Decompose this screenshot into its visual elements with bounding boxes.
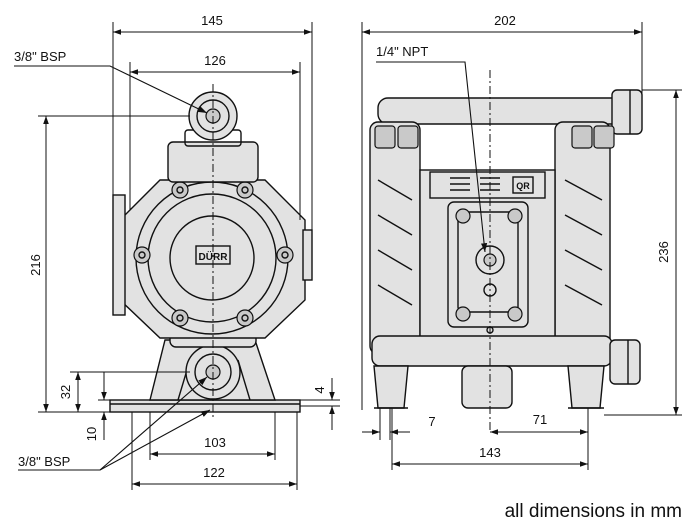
- label-top-port: 3/8" BSP: [14, 49, 66, 64]
- side-left-body: [369, 121, 421, 355]
- front-view-labels: 3/8" BSP 3/8" BSP: [14, 49, 211, 471]
- dim-front-width-inner: 126: [204, 53, 226, 68]
- side-top-port: [611, 89, 643, 135]
- front-base-plate: [109, 399, 301, 413]
- dim-front-height: 216: [28, 254, 43, 276]
- dim-front-width-overall: 145: [201, 13, 223, 28]
- dim-side-foot-spacing: 71: [533, 412, 547, 427]
- side-bottom-port: [609, 339, 641, 385]
- dim-front-base-outer: 122: [203, 465, 225, 480]
- front-view-dimensions: 145 126 216 32 10 4 103 122: [28, 13, 340, 490]
- dim-front-outlet-height: 32: [58, 385, 73, 399]
- label-bottom-port: 3/8" BSP: [18, 454, 70, 469]
- dim-side-foot-offset: 7: [428, 414, 435, 429]
- side-right-foot: [567, 365, 605, 409]
- dim-side-height: 236: [656, 241, 671, 263]
- label-air-port: 1/4" NPT: [376, 44, 428, 59]
- side-bottom-manifold: [371, 335, 613, 367]
- front-view: DÜRR: [109, 84, 313, 420]
- dim-side-base-width: 143: [479, 445, 501, 460]
- units-note: all dimensions in mm: [505, 501, 682, 522]
- side-top-manifold: [377, 97, 624, 125]
- side-pedestal: [461, 365, 513, 409]
- dim-front-base-thickness: 10: [84, 427, 99, 441]
- side-view-dimensions: 202 236 7 71 143: [361, 13, 682, 470]
- side-view: QR: [369, 70, 643, 430]
- dim-front-base-step: 4: [312, 386, 327, 393]
- side-view-labels: 1/4" NPT: [376, 44, 488, 253]
- side-qr-box: [512, 176, 534, 194]
- dim-front-base-inner: 103: [204, 435, 226, 450]
- dim-side-width-overall: 202: [494, 13, 516, 28]
- side-left-foot: [373, 365, 409, 409]
- side-qr-label: QR: [516, 181, 530, 191]
- side-right-body: [554, 121, 611, 355]
